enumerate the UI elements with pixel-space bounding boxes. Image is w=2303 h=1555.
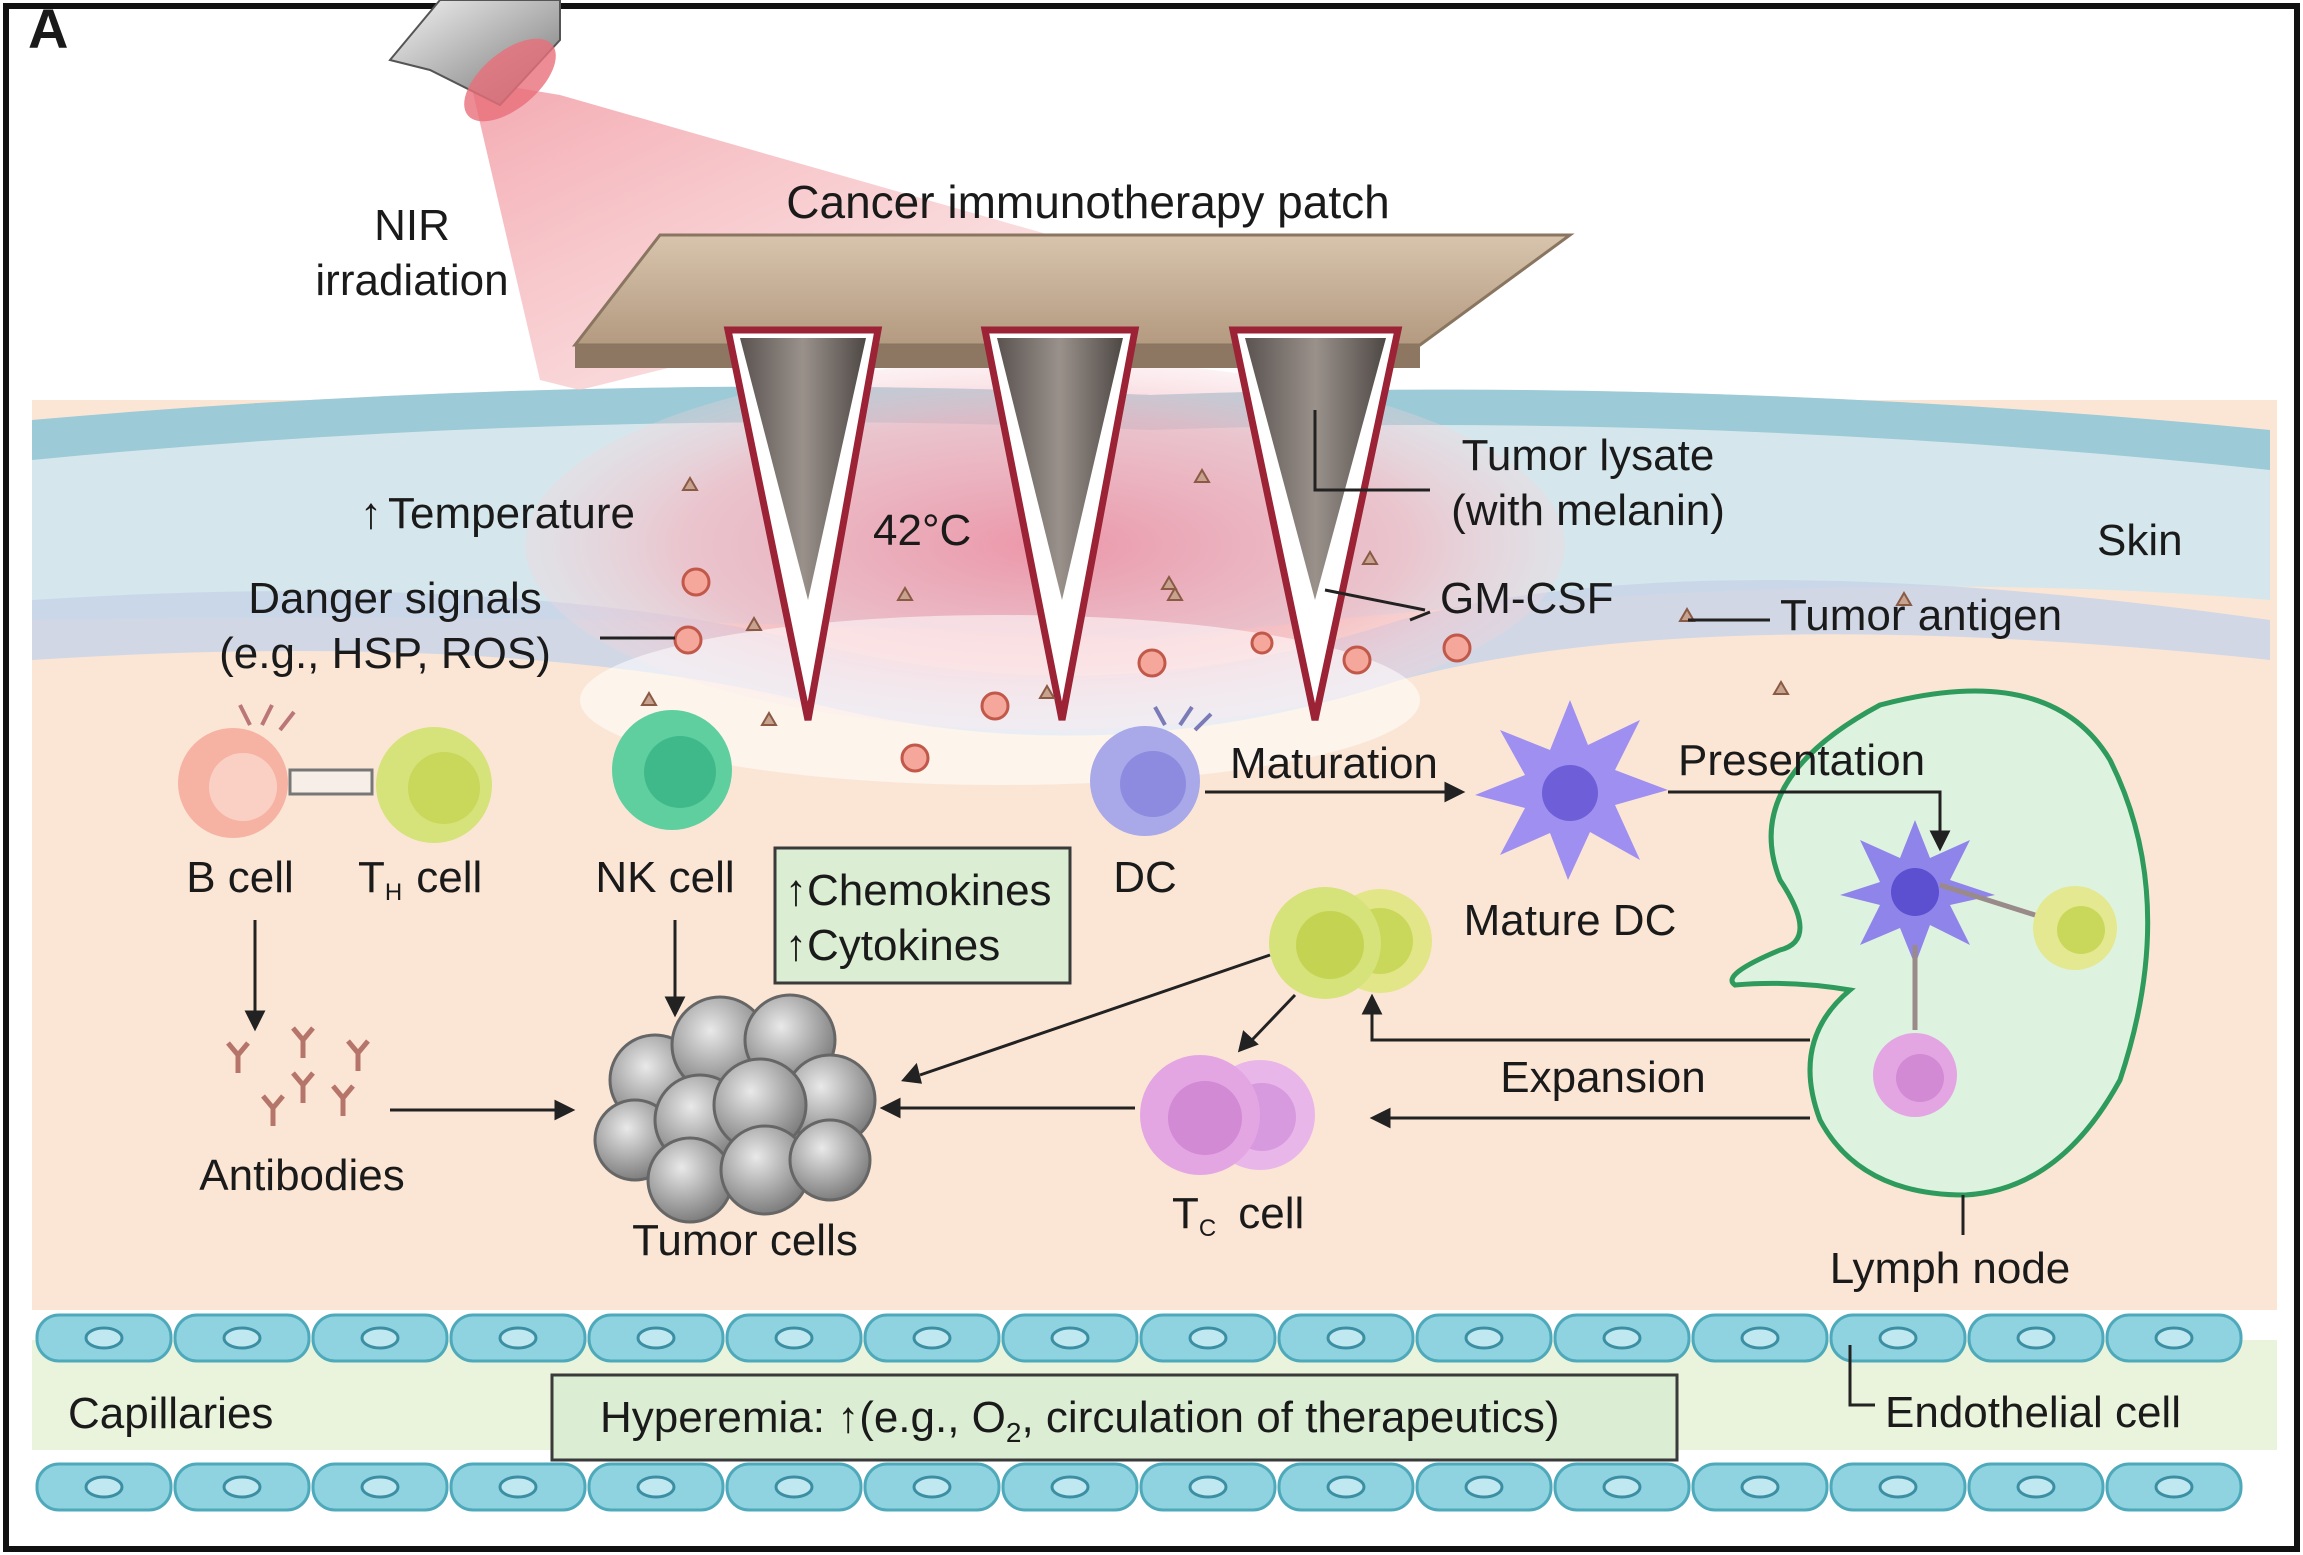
endothelial-nucleus bbox=[1326, 1326, 1366, 1350]
tc-subscript: C bbox=[1199, 1215, 1216, 1242]
tumor-antigen-label: Tumor antigen bbox=[1780, 591, 2062, 640]
t-cell-pair-yellow bbox=[1269, 887, 1432, 999]
chemokines-box bbox=[773, 846, 1072, 985]
tumor-cells-label: Tumor cells bbox=[632, 1216, 858, 1265]
endothelial-nucleus bbox=[2016, 1475, 2056, 1499]
endothelial-nucleus bbox=[1188, 1326, 1228, 1350]
hyperemia-box bbox=[550, 1373, 1679, 1462]
leader-lines bbox=[600, 410, 1965, 1407]
dc-label: DC bbox=[1113, 853, 1177, 902]
endothelial-nucleus bbox=[2016, 1326, 2056, 1350]
endothelial-nucleus bbox=[636, 1326, 676, 1350]
endothelial-nucleus bbox=[774, 1475, 814, 1499]
th-subscript: H bbox=[385, 879, 402, 906]
capillaries-label: Capillaries bbox=[68, 1389, 273, 1438]
temperature-label: Temperature bbox=[388, 489, 635, 538]
endothelial-nucleus bbox=[222, 1326, 262, 1350]
hyperemia-pre: Hyperemia: ↑(e.g., O bbox=[600, 1393, 1006, 1442]
endothelial-nucleus bbox=[1326, 1475, 1366, 1499]
endothelial-nucleus bbox=[498, 1326, 538, 1350]
microneedle-2 bbox=[980, 326, 1140, 721]
expansion-label: Expansion bbox=[1500, 1053, 1705, 1102]
temperature-value: 42°C bbox=[873, 506, 971, 555]
chemokines-label: ↑Chemokines bbox=[785, 866, 1052, 915]
nir-label-line1: NIR bbox=[374, 201, 450, 250]
endothelial-nucleus bbox=[1878, 1475, 1918, 1499]
endothelial-nucleus bbox=[1464, 1475, 1504, 1499]
endothelial-nucleus bbox=[636, 1475, 676, 1499]
patch-title: Cancer immunotherapy patch bbox=[786, 176, 1389, 228]
nk-cell-label: NK cell bbox=[595, 853, 734, 902]
laser-device bbox=[388, 0, 561, 122]
endothelial-nucleus bbox=[1740, 1475, 1780, 1499]
endothelial-nucleus bbox=[912, 1326, 952, 1350]
microneedle-1 bbox=[723, 326, 883, 721]
endothelial-nucleus bbox=[2154, 1326, 2194, 1350]
hyperemia-post: , circulation of therapeutics) bbox=[1021, 1393, 1559, 1442]
endothelial-nucleus bbox=[1602, 1326, 1642, 1350]
danger-signals-line1: Danger signals bbox=[248, 574, 542, 623]
hyperemia-subscript: 2 bbox=[1006, 1417, 1022, 1448]
arrows bbox=[244, 781, 1951, 1129]
tumor-cells-graphic bbox=[593, 993, 877, 1224]
tc-cell-graphic bbox=[1140, 1055, 1315, 1175]
th-cell-graphic bbox=[288, 727, 492, 843]
hyperemia-label: Hyperemia: ↑(e.g., O2, circulation of th… bbox=[600, 1393, 1560, 1448]
endothelial-nucleus bbox=[498, 1475, 538, 1499]
antibodies-graphic bbox=[226, 1026, 370, 1126]
endothelial-label: Endothelial cell bbox=[1885, 1388, 2181, 1437]
danger-signal-particles bbox=[673, 567, 1472, 773]
endothelial-nucleus bbox=[1188, 1475, 1228, 1499]
endothelial-nucleus bbox=[84, 1326, 124, 1350]
endothelial-nucleus bbox=[1602, 1475, 1642, 1499]
nk-cell-graphic bbox=[612, 710, 732, 830]
endothelial-nucleus bbox=[1050, 1475, 1090, 1499]
panel-label: A bbox=[28, 0, 68, 60]
lymph-node-dc-graphic bbox=[1840, 820, 2117, 1117]
endothelial-nucleus bbox=[360, 1475, 400, 1499]
lymph-node-label: Lymph node bbox=[1830, 1244, 2071, 1293]
endothelial-nucleus bbox=[2154, 1475, 2194, 1499]
tumor-lysate-line2: (with melanin) bbox=[1451, 486, 1725, 535]
tc-t: T bbox=[1172, 1189, 1199, 1238]
mature-dc-graphic bbox=[1475, 700, 1668, 880]
antibodies-label: Antibodies bbox=[199, 1151, 404, 1200]
b-cell-label: B cell bbox=[186, 853, 294, 902]
maturation-label: Maturation bbox=[1230, 739, 1438, 788]
th-t: T bbox=[358, 853, 385, 902]
b-cell-graphic bbox=[178, 704, 296, 838]
tumor-lysate-line1: Tumor lysate bbox=[1462, 431, 1715, 480]
dc-graphic bbox=[1090, 705, 1213, 836]
nir-label-line2: irradiation bbox=[315, 256, 508, 305]
endothelial-nucleus bbox=[774, 1326, 814, 1350]
skin-label: Skin bbox=[2097, 516, 2183, 565]
endothelial-nucleus bbox=[222, 1475, 262, 1499]
cytokines-label: ↑Cytokines bbox=[785, 921, 1000, 970]
endothelial-nucleus bbox=[84, 1475, 124, 1499]
capillary-endothelium-bottom bbox=[35, 1462, 2243, 1512]
endothelial-nucleus bbox=[1050, 1326, 1090, 1350]
gmcsf-label: GM-CSF bbox=[1440, 574, 1614, 623]
th-cell-word: cell bbox=[416, 853, 482, 902]
endothelial-nucleus bbox=[912, 1475, 952, 1499]
mature-dc-label: Mature DC bbox=[1464, 896, 1677, 945]
endothelial-nucleus bbox=[1464, 1326, 1504, 1350]
endothelial-nucleus bbox=[1740, 1326, 1780, 1350]
tc-cell-word: cell bbox=[1238, 1189, 1304, 1238]
endothelial-nucleus bbox=[1878, 1326, 1918, 1350]
danger-signals-line2: (e.g., HSP, ROS) bbox=[219, 629, 551, 678]
lymph-node-shape bbox=[1729, 688, 2151, 1198]
endothelial-nucleus bbox=[360, 1326, 400, 1350]
capillary-endothelium-top bbox=[35, 1313, 2243, 1363]
temperature-arrow: ↑ bbox=[360, 489, 382, 538]
presentation-label: Presentation bbox=[1678, 736, 1925, 785]
